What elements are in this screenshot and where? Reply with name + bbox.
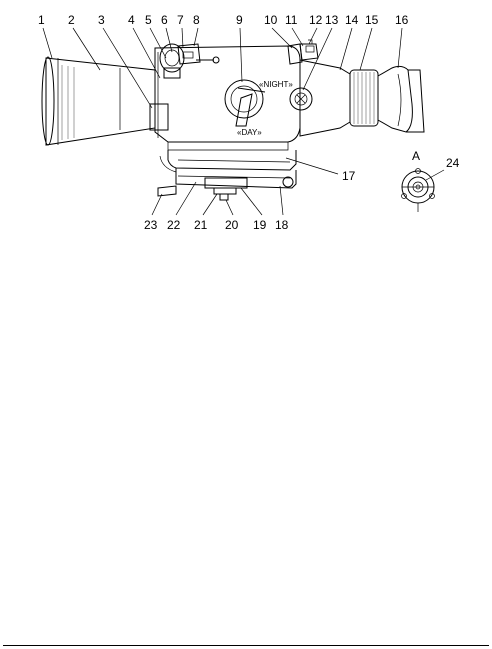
footer-rule <box>3 645 489 646</box>
mount-base <box>157 150 297 201</box>
callout-numbers: 1 2 3 4 5 6 7 8 9 10 11 12 13 14 15 16 1… <box>38 13 460 232</box>
callout-22: 22 <box>167 218 181 232</box>
callout-10: 10 <box>264 13 278 27</box>
callout-17: 17 <box>342 169 356 183</box>
focus-ring <box>349 69 379 127</box>
callout-13: 13 <box>325 13 339 27</box>
lens-ring <box>149 103 169 131</box>
day-night-switch: «NIGHT» «DAY» <box>224 79 293 137</box>
day-label: «DAY» <box>237 128 262 137</box>
view-a-inset: A <box>401 149 435 212</box>
leader-lines <box>42 27 445 216</box>
callout-18: 18 <box>275 218 289 232</box>
eyecup <box>377 65 425 133</box>
night-vision-device: «NIGHT» «DAY» <box>41 39 425 201</box>
callout-21: 21 <box>194 218 208 232</box>
main-housing <box>154 45 301 151</box>
callout-9: 9 <box>236 13 243 27</box>
callout-20: 20 <box>225 218 239 232</box>
callout-3: 3 <box>98 13 105 27</box>
objective-lens-hood <box>41 56 156 146</box>
callout-16: 16 <box>395 13 409 27</box>
callout-5: 5 <box>145 13 152 27</box>
callout-1: 1 <box>38 13 45 27</box>
callout-7: 7 <box>177 13 184 27</box>
eyepiece-body <box>289 59 351 137</box>
callout-2: 2 <box>68 13 75 27</box>
callout-19: 19 <box>253 218 267 232</box>
callout-12: 12 <box>309 13 323 27</box>
callout-24: 24 <box>446 156 460 170</box>
view-label-a: A <box>412 149 420 163</box>
callout-4: 4 <box>128 13 135 27</box>
device-diagram: «NIGHT» «DAY» <box>38 13 460 232</box>
night-label: «NIGHT» <box>259 80 293 89</box>
callout-15: 15 <box>365 13 379 27</box>
callout-6: 6 <box>161 13 168 27</box>
callout-14: 14 <box>345 13 359 27</box>
callout-8: 8 <box>193 13 200 27</box>
callout-23: 23 <box>144 218 158 232</box>
battery-cap <box>159 43 220 79</box>
callout-11: 11 <box>285 13 298 27</box>
